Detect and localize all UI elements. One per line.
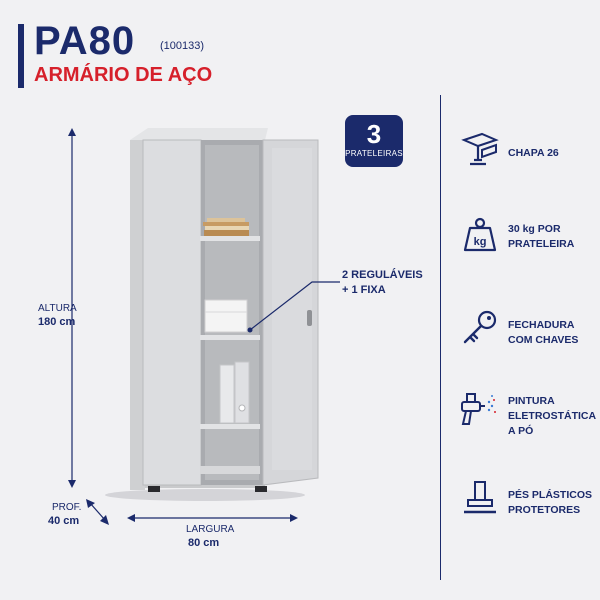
- key-icon: [463, 310, 497, 344]
- shelf-callout-line1: 2 REGULÁVEIS: [342, 269, 423, 281]
- product-subtitle: ARMÁRIO DE AÇO: [34, 64, 213, 86]
- shelf-callout-line2: + 1 FIXA: [342, 284, 386, 296]
- feature-chapa: CHAPA 26: [508, 146, 598, 161]
- feature-paint: PINTURA ELETROSTÁTICA A PÓ: [508, 394, 598, 439]
- shelf-callout: 2 REGULÁVEIS + 1 FIXA: [342, 268, 423, 298]
- product-model: PA80: [34, 19, 136, 63]
- feature-weight-line1: 30 kg POR: [508, 223, 561, 235]
- feature-weight-line2: PRATELEIRA: [508, 238, 575, 250]
- section-divider: [440, 95, 441, 580]
- product-code: (100133): [160, 40, 205, 52]
- depth-value: 40 cm: [48, 515, 80, 527]
- height-value: 180 cm: [38, 316, 76, 328]
- feature-paint-line1: PINTURA: [508, 395, 555, 407]
- weight-kg-icon: kg: [463, 217, 497, 252]
- feature-lock: FECHADURA COM CHAVES: [508, 318, 598, 348]
- steel-beam-icon: [461, 132, 499, 166]
- feature-feet: PÉS PLÁSTICOS PROTETORES: [508, 488, 598, 518]
- feature-weight: 30 kg POR PRATELEIRA: [508, 222, 598, 252]
- feature-lock-line1: FECHADURA: [508, 319, 575, 331]
- title-accent-bar: [18, 24, 24, 88]
- width-value: 80 cm: [188, 537, 220, 549]
- shelves-label: PRATELEIRAS: [345, 149, 403, 158]
- feature-feet-line1: PÉS PLÁSTICOS: [508, 489, 593, 501]
- plastic-foot-icon: [464, 481, 496, 514]
- feature-chapa-line1: CHAPA 26: [508, 147, 559, 159]
- width-label: LARGURA: [186, 524, 235, 535]
- height-label: ALTURA: [38, 303, 77, 314]
- shelves-count: 3: [366, 119, 382, 149]
- feature-paint-line3: A PÓ: [508, 425, 534, 437]
- feature-feet-line2: PROTETORES: [508, 504, 581, 516]
- svg-text:kg: kg: [474, 236, 487, 248]
- shelves-badge: 3 PRATELEIRAS: [345, 115, 403, 167]
- spray-gun-icon: [461, 393, 496, 425]
- feature-paint-line2: ELETROSTÁTICA: [508, 410, 597, 422]
- depth-label: PROF.: [52, 502, 82, 513]
- feature-lock-line2: COM CHAVES: [508, 334, 579, 346]
